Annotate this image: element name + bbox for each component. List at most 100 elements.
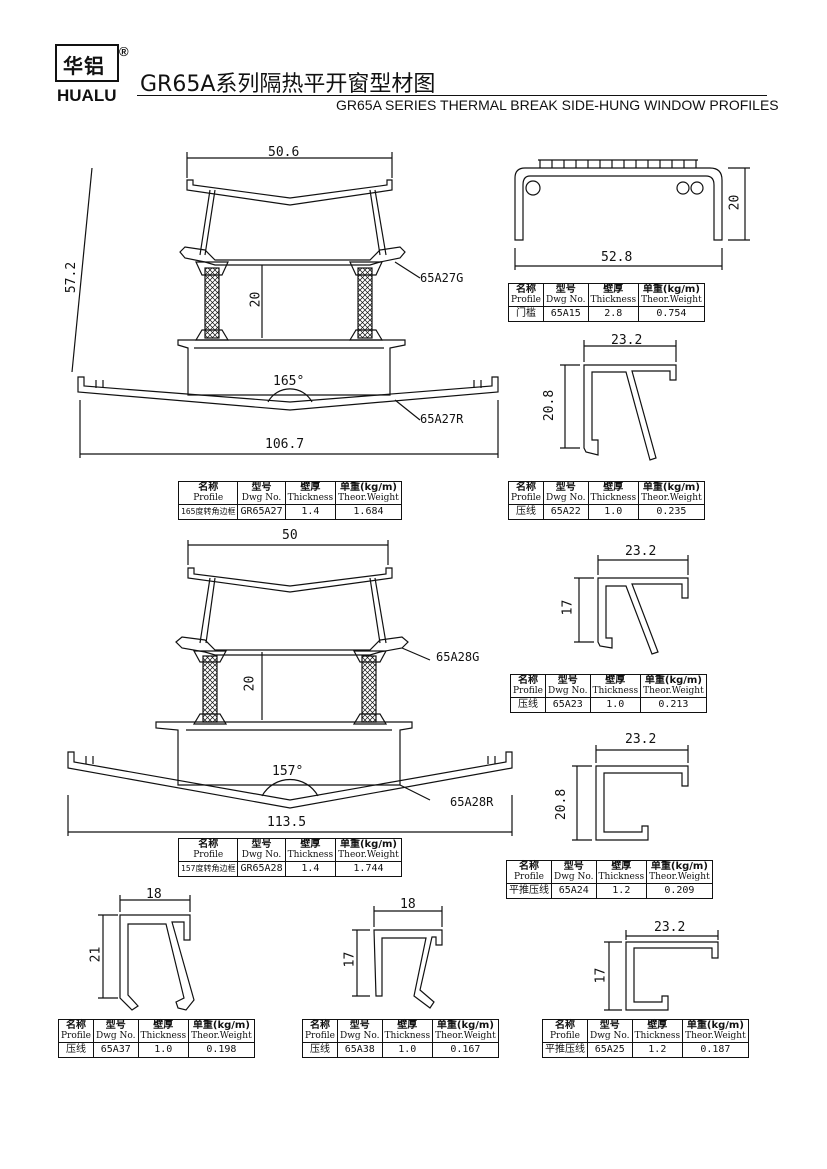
cell-weight: 1.744: [335, 860, 402, 878]
label-65a28g: 65A28G: [436, 650, 480, 664]
cell-dwg: 65A38: [336, 1041, 383, 1059]
cell-name: 165度转角边框: [177, 503, 239, 521]
hdr-weight: 单重(kg/m)Theor.Weight: [335, 838, 402, 862]
label-65a28r: 65A28R: [450, 795, 494, 809]
dim-a28-angle: 157°: [272, 764, 304, 779]
title-rule: [137, 95, 767, 96]
cell-name: 平推压线: [542, 1041, 588, 1059]
dim-a24-height: 20.8: [554, 788, 570, 821]
hdr-weight: 单重(kg/m)Theor.Weight: [188, 1019, 255, 1043]
hdr-weight: 单重(kg/m)Theor.Weight: [638, 481, 705, 505]
dim-a28-gap: 20: [242, 675, 258, 692]
cell-weight: 1.684: [335, 503, 402, 521]
dim-a38-width: 18: [400, 897, 416, 912]
cell-weight: 0.167: [432, 1041, 499, 1059]
profile-65a38-drawing: [352, 906, 443, 1009]
profile-gr65a27-drawing: [71, 152, 499, 458]
profile-65a23-drawing: [574, 555, 689, 655]
cell-thickness: 1.0: [137, 1041, 190, 1059]
dim-a15-width: 52.8: [601, 250, 633, 265]
dim-a15-height: 20: [727, 194, 743, 211]
cell-name: 压线: [58, 1041, 94, 1059]
cell-weight: 0.235: [638, 503, 705, 521]
cell-thickness: 1.4: [284, 860, 337, 878]
cell-thickness: 1.4: [284, 503, 337, 521]
dim-a27-angle: 165°: [273, 374, 305, 389]
profile-65a25-drawing: [604, 930, 719, 1011]
dim-a38-height: 17: [342, 951, 358, 968]
cell-thickness: 1.0: [587, 503, 640, 521]
cell-dwg: 65A37: [92, 1041, 139, 1059]
hdr-weight: 单重(kg/m)Theor.Weight: [646, 860, 713, 884]
profile-65a22-drawing: [560, 340, 677, 461]
dim-a27-width: 50.6: [268, 145, 300, 160]
cell-thickness: 2.8: [587, 305, 640, 323]
cell-weight: 0.213: [640, 696, 707, 714]
registered-mark: ®: [119, 44, 129, 59]
label-65a27r: 65A27R: [420, 412, 464, 426]
cell-dwg: GR65A28: [237, 860, 286, 878]
page-title: GR65A系列隔热平开窗型材图: [140, 72, 436, 97]
cell-thickness: 1.0: [381, 1041, 434, 1059]
dim-a28-total: 113.5: [267, 815, 307, 830]
cell-dwg: 65A22: [542, 503, 589, 521]
profile-65a37-drawing: [98, 895, 195, 1011]
dim-a28-width: 50: [282, 528, 298, 543]
cell-dwg: GR65A27: [237, 503, 286, 521]
dim-a24-width: 23.2: [625, 732, 657, 747]
dim-a22-width: 23.2: [611, 333, 643, 348]
cell-name: 157度转角边框: [177, 860, 239, 878]
dim-a25-width: 23.2: [654, 920, 686, 935]
cell-weight: 0.198: [188, 1041, 255, 1059]
profile-gr65a28-drawing: [67, 540, 513, 836]
cell-dwg: 65A24: [551, 882, 597, 900]
dim-a37-width: 18: [146, 887, 162, 902]
cell-name: 压线: [508, 503, 544, 521]
profile-65a24-drawing: [572, 745, 689, 841]
cell-name: 平推压线: [506, 882, 552, 900]
hdr-weight: 单重(kg/m)Theor.Weight: [682, 1019, 749, 1043]
hdr-weight: 单重(kg/m)Theor.Weight: [638, 283, 705, 307]
page-subtitle: GR65A SERIES THERMAL BREAK SIDE-HUNG WIN…: [336, 97, 779, 113]
cell-name: 门槛: [508, 305, 544, 323]
cell-weight: 0.209: [646, 882, 713, 900]
label-65a27g: 65A27G: [420, 271, 464, 285]
dim-a23-width: 23.2: [625, 544, 657, 559]
hdr-weight: 单重(kg/m)Theor.Weight: [335, 481, 402, 505]
cell-weight: 0.187: [682, 1041, 749, 1059]
dim-a22-height: 20.8: [542, 389, 558, 422]
dim-a27-total: 106.7: [265, 437, 305, 452]
dim-a27-height: 57.2: [64, 261, 80, 294]
profile-65a15-drawing: [514, 159, 750, 270]
